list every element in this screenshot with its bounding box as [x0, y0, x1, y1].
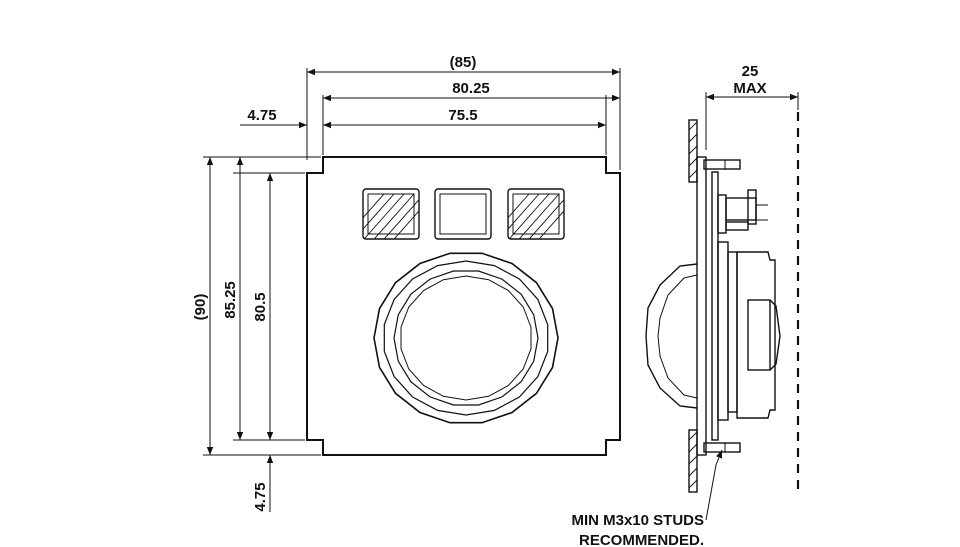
dim-height-85-25: 85.25 [222, 281, 239, 319]
front-dimensions: (85) 80.25 75.5 4.75 (90) 85.25 80.5 4.7… [192, 54, 621, 512]
dim-offset-left: 4.75 [247, 107, 276, 124]
dim-depth-unit: MAX [733, 80, 766, 97]
dim-overall-height: (90) [192, 294, 209, 321]
dim-height-80-5: 80.5 [252, 292, 269, 321]
dim-width-75-5: 75.5 [448, 107, 477, 124]
note-line-1: MIN M3x10 STUDS [571, 512, 704, 529]
plate-outline [306, 156, 621, 456]
note-line-2: RECOMMENDED. [579, 532, 704, 547]
studs-note: MIN M3x10 STUDS RECOMMENDED. [571, 512, 704, 547]
button-middle [434, 188, 492, 240]
button-left [362, 188, 420, 240]
trackball-inner-ring [383, 260, 549, 416]
dim-offset-bottom: 4.75 [252, 482, 269, 511]
trackball-outer-ring [373, 252, 559, 424]
trackball-ball-inner [400, 275, 532, 401]
trackball-ball-outer [393, 270, 539, 406]
button-right [507, 188, 565, 240]
side-view: 25 MAX [645, 63, 800, 521]
dim-width-80-25: 80.25 [452, 80, 490, 97]
note-leader [705, 449, 723, 521]
dim-depth-value: 25 [742, 63, 759, 80]
dim-overall-width: (85) [450, 54, 477, 71]
front-view [306, 156, 621, 456]
trackball [373, 252, 559, 424]
